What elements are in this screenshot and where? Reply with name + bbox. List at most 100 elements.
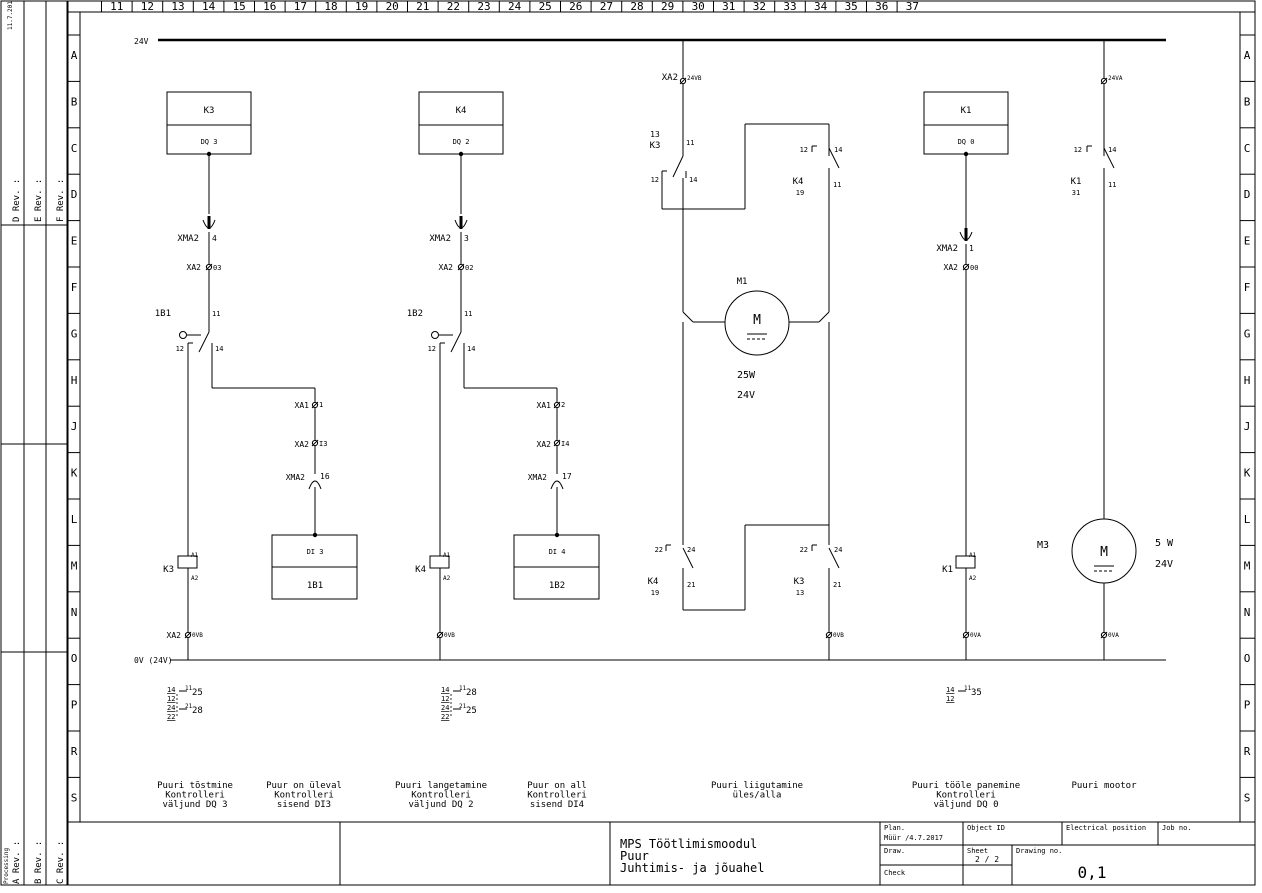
- description-line: üles/alla: [733, 791, 782, 801]
- row-letter: D: [71, 188, 78, 201]
- contact-ref: 31: [1072, 189, 1080, 197]
- connector-socket: [550, 480, 564, 490]
- terminal-label: XA2: [537, 440, 552, 449]
- contact-number: 22: [655, 546, 663, 554]
- job-no-label: Job no.: [1162, 824, 1192, 832]
- contact-number: 12: [428, 345, 436, 353]
- terminal-label: XA2: [439, 263, 454, 272]
- column-number: 36: [875, 0, 888, 13]
- row-letter: B: [1244, 95, 1251, 108]
- terminal-slash: [436, 631, 444, 639]
- motor-power: 25W: [737, 370, 756, 381]
- drawing-no-label: Drawing no.: [1016, 847, 1062, 855]
- side-revision: F Rev. :: [56, 179, 66, 222]
- connector-label: XMA2: [936, 244, 958, 254]
- connector-pin-label: 16: [320, 472, 330, 481]
- connector-label: XMA2: [429, 234, 451, 244]
- row-letter: S: [71, 791, 78, 804]
- relay-name: K4: [456, 106, 467, 116]
- description-line: Puur on üleval: [266, 781, 342, 791]
- xref-contact: 11: [459, 685, 467, 692]
- coil-terminal: A2: [443, 575, 451, 582]
- xref-contact: 11: [185, 685, 193, 692]
- junction-dot: [963, 151, 969, 157]
- contact-number: 21: [833, 581, 841, 589]
- xref-contact: 21: [459, 703, 467, 710]
- column-number: 22: [447, 0, 460, 13]
- contact-number: 14: [834, 146, 842, 154]
- terminal-slash: [679, 77, 687, 85]
- connector-pin-label: 3: [464, 234, 469, 243]
- row-letter: F: [71, 281, 78, 294]
- description-line: Puuri langetamine: [395, 781, 487, 791]
- row-letter: B: [71, 95, 78, 108]
- description-line: Kontrolleri: [936, 791, 996, 801]
- connector-pin-label: 4: [212, 234, 217, 243]
- contact-ref: 13: [650, 130, 660, 139]
- row-letter: N: [71, 606, 78, 619]
- description-line: Puuri tõstmine: [157, 781, 233, 791]
- electrical-position-label: Electrical position: [1066, 824, 1146, 832]
- description-line: Puur on all: [527, 781, 587, 791]
- row-letter: R: [1244, 745, 1251, 758]
- xref-sheet-column: 35: [971, 688, 982, 698]
- contact-number: 24: [834, 546, 842, 554]
- row-letter: L: [71, 513, 78, 526]
- row-letter: C: [1244, 142, 1251, 155]
- column-number: 21: [416, 0, 429, 13]
- contact-number: 11: [686, 139, 694, 147]
- input-module-name: DI 4: [549, 548, 566, 556]
- relay-output: DQ 0: [958, 138, 975, 146]
- contact-number: 14: [689, 176, 697, 184]
- terminal-pin-label: I3: [319, 440, 327, 448]
- contact-number: 11: [212, 310, 220, 318]
- position-switch-actuator: [431, 331, 439, 339]
- motor-name: M3: [1037, 540, 1049, 551]
- column-number: 13: [171, 0, 184, 13]
- object-id-label: Object ID: [967, 824, 1005, 832]
- column-number: 34: [814, 0, 828, 13]
- terminal-pin-label: 0VA: [970, 632, 981, 639]
- contact-number: 12: [800, 146, 808, 154]
- column-number: 15: [233, 0, 246, 13]
- plan-value: Müür /4.7.2017: [884, 834, 943, 842]
- input-module-name: DI 3: [307, 548, 324, 556]
- contact-number: 21: [687, 581, 695, 589]
- draw-label: Draw.: [884, 847, 905, 855]
- contact-number: 14: [467, 345, 475, 353]
- position-switch-actuator: [179, 331, 187, 339]
- contact-number: 14: [215, 345, 223, 353]
- terminal-pin-label: I4: [561, 440, 569, 448]
- side-revision: C Rev. :: [56, 841, 66, 884]
- column-number: 32: [753, 0, 766, 13]
- description-line: Puuri mootor: [1071, 781, 1137, 791]
- switch-contact: [828, 147, 840, 169]
- xref-sheet-column: 25: [466, 706, 477, 716]
- terminal-pin-label: 24VA: [1108, 75, 1123, 82]
- column-number: 24: [508, 0, 522, 13]
- relay-name: K3: [204, 106, 215, 116]
- input-module-sensor: 1B2: [549, 581, 565, 591]
- row-letter: N: [1244, 606, 1251, 619]
- row-letter: J: [71, 420, 78, 433]
- connector-label: XMA2: [286, 473, 305, 482]
- motor-voltage: 24V: [1155, 559, 1173, 570]
- terminal-pin-label: 24VB: [687, 75, 702, 82]
- xref-contact: 22: [167, 713, 175, 721]
- terminal-slash: [553, 439, 561, 447]
- contact-number: 11: [464, 310, 472, 318]
- column-number: 23: [477, 0, 490, 13]
- description-line: sisend DI3: [277, 800, 331, 810]
- bus-24v-label: 24V: [134, 37, 149, 46]
- contact-number: 24: [687, 546, 695, 554]
- contact-number: 11: [1108, 181, 1116, 189]
- column-number: 30: [692, 0, 705, 13]
- terminal-slash: [311, 439, 319, 447]
- contact-ref: 13: [796, 589, 804, 597]
- terminal-slash: [311, 401, 319, 409]
- check-label: Check: [884, 869, 906, 877]
